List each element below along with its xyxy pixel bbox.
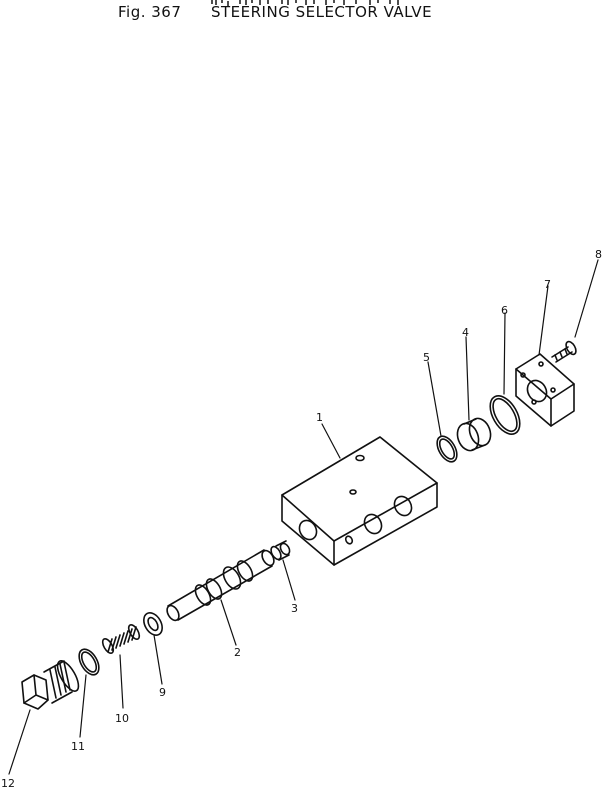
- callout-10: 10: [115, 712, 129, 725]
- o-ring-part-6: [489, 395, 521, 435]
- bolt-part-3: [270, 540, 291, 561]
- callout-12: 12: [1, 777, 15, 789]
- callout-2: 2: [234, 646, 241, 659]
- leader-lines: [8, 259, 599, 775]
- callout-6: 6: [501, 304, 508, 317]
- callout-7: 7: [544, 278, 551, 291]
- bolt-part-8: [551, 340, 577, 363]
- callout-11: 11: [71, 740, 85, 753]
- spool-part-2: [166, 549, 275, 622]
- callout-1: 1: [316, 411, 323, 424]
- o-ring-part-11: [78, 648, 100, 676]
- valve-body-part-1: [281, 436, 438, 566]
- spring-part-10: [101, 623, 141, 655]
- callout-5: 5: [423, 351, 430, 364]
- figure-number: Fig. 367: [118, 3, 182, 21]
- plug-part-12: [21, 660, 80, 710]
- callout-8: 8: [595, 248, 602, 261]
- cover-part-7: [515, 353, 575, 427]
- seat-part-9: [143, 612, 163, 636]
- callout-3: 3: [291, 602, 298, 615]
- o-ring-part-5: [436, 435, 458, 463]
- cropped-header-text: [211, 0, 399, 6]
- plug-part-4: [456, 417, 492, 452]
- callout-9: 9: [159, 686, 166, 699]
- callout-4: 4: [462, 326, 469, 339]
- figure-title: STEERING SELECTOR VALVE: [211, 3, 433, 21]
